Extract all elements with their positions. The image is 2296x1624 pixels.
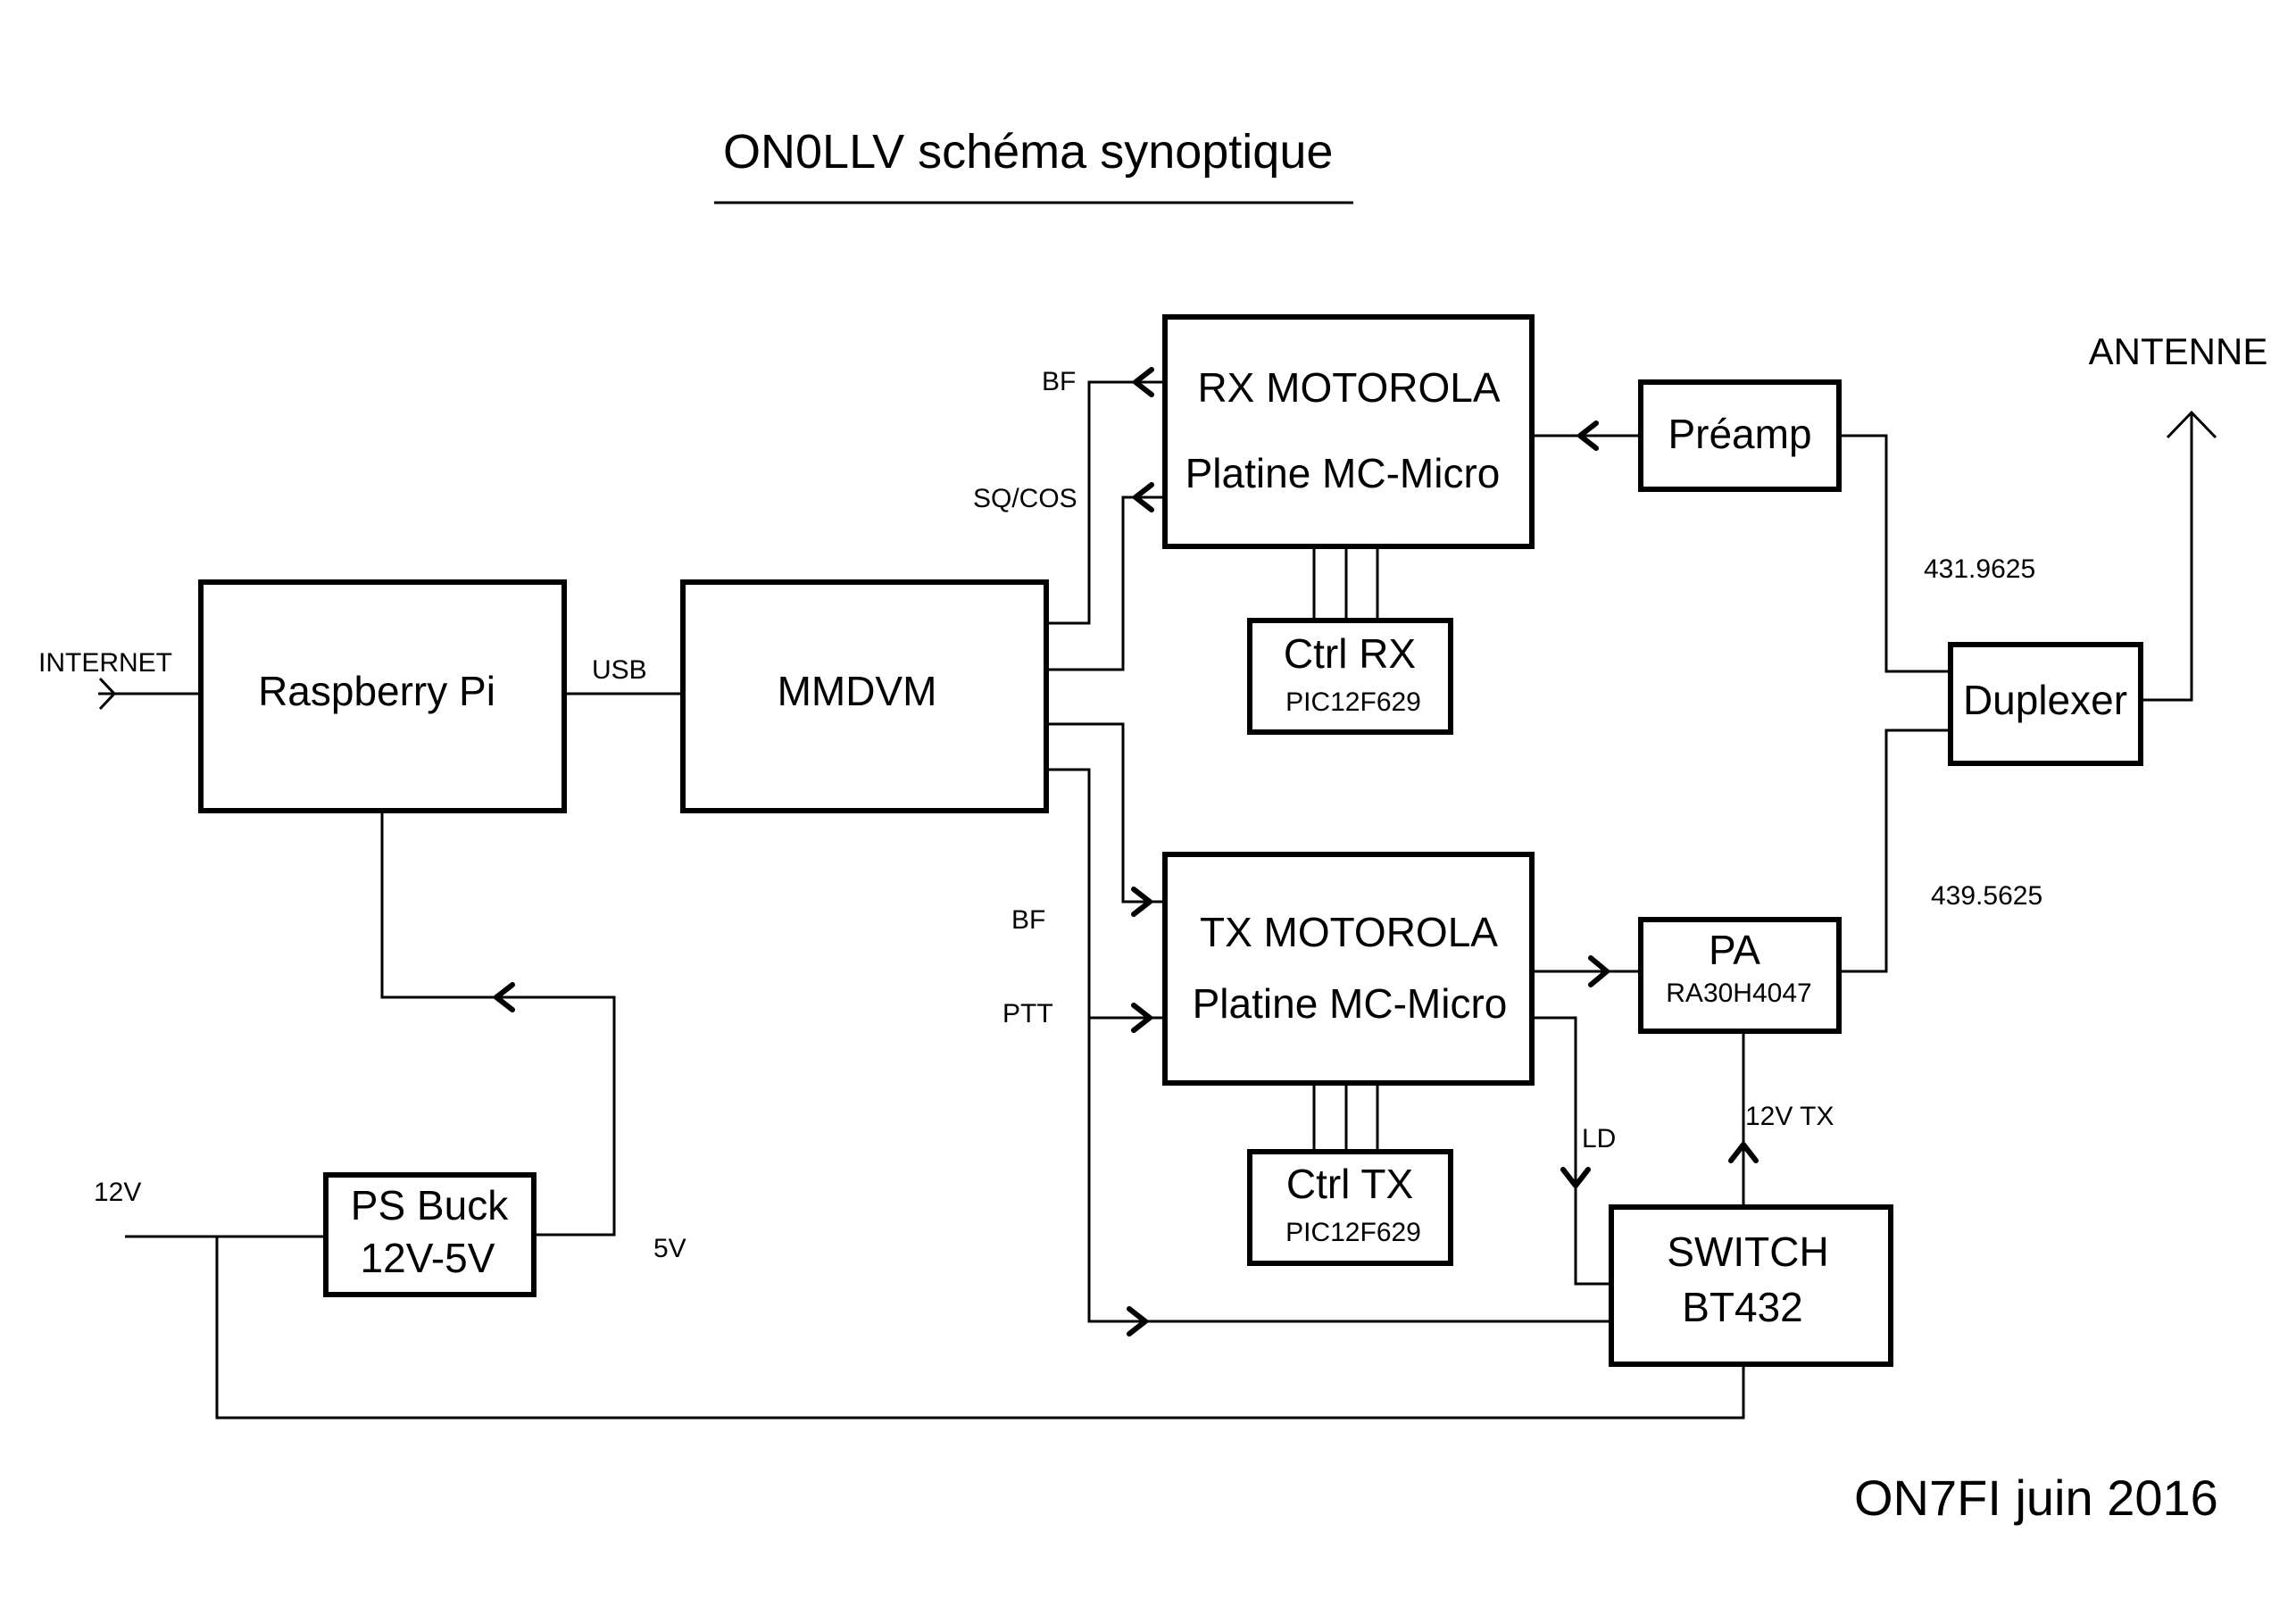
ctrl-tx-line2: PIC12F629 (1285, 1218, 1421, 1247)
internet-label: INTERNET (38, 648, 172, 678)
ps-buck-line2: 12V-5V (361, 1235, 495, 1281)
v12tx-label: 12V TX (1745, 1102, 1834, 1131)
v5-wire (380, 810, 616, 1237)
antenna-symbol (2166, 410, 2217, 439)
rx-motorola-line1: RX MOTOROLA (1197, 364, 1500, 411)
freq-tx-label: 439.5625 (1931, 881, 2042, 911)
rx-motorola-line2: Platine MC-Micro (1185, 450, 1501, 496)
sqcos-arrow (1133, 482, 1154, 512)
diagram-title: ON0LLV schéma synoptique (723, 125, 1333, 179)
preamp-label: Préamp (1668, 411, 1811, 457)
usb-label: USB (592, 655, 647, 685)
bf-tx-wire (1046, 722, 1165, 904)
v12-label: 12V (94, 1178, 141, 1207)
preamp-block: Préamp (1638, 379, 1842, 492)
ctrl-rx-line1: Ctrl RX (1284, 630, 1416, 677)
ptt-switch-wire (1087, 1018, 1611, 1323)
preamp-duplexer-wire (1839, 434, 1951, 673)
sqcos-wire (1046, 496, 1165, 671)
v5-arrow (494, 982, 515, 1012)
antenne-label: ANTENNE (2089, 330, 2268, 372)
bf-rx-label: BF (1042, 367, 1076, 396)
tx-motorola-block: TX MOTOROLA Platine MC-Micro (1162, 852, 1535, 1086)
ld-wire (1532, 1016, 1611, 1286)
mmdvm-block: MMDVM (680, 579, 1049, 813)
ctrl-rx-block: Ctrl RX PIC12F629 (1247, 618, 1453, 735)
rx-motorola-block: RX MOTOROLA Platine MC-Micro (1162, 314, 1535, 549)
switch-block: SWITCH BT432 (1609, 1204, 1893, 1367)
v12-switch-wire (215, 1237, 1745, 1420)
switch-line2: BT432 (1682, 1284, 1803, 1330)
pa-duplexer-wire (1839, 729, 1951, 973)
bf-rx-wire (1046, 380, 1165, 625)
ctrl-tx-line1: Ctrl TX (1286, 1161, 1413, 1207)
antenna-wire (2141, 412, 2193, 702)
ps-buck-block: PS Buck 12V-5V (323, 1172, 537, 1297)
footer-credit: ON7FI juin 2016 (1854, 1470, 2218, 1526)
preamp-rx-arrow (1577, 421, 1599, 451)
tx-pa-arrow (1588, 955, 1610, 987)
mmdvm-label: MMDVM (778, 668, 937, 714)
v5-label: 5V (653, 1234, 686, 1263)
switch-line1: SWITCH (1667, 1228, 1828, 1275)
bf-rx-arrow (1133, 367, 1154, 397)
sqcos-label: SQ/COS (973, 484, 1077, 513)
ps-buck-line1: PS Buck (351, 1182, 509, 1228)
duplexer-block: Duplexer (1948, 642, 2143, 766)
ptt-arrow (1131, 1003, 1152, 1033)
tx-motorola-line2: Platine MC-Micro (1193, 980, 1508, 1027)
pa-block: PA RA30H4047 (1638, 917, 1842, 1034)
ptt-wire (1046, 768, 1165, 1020)
ld-arrow (1560, 1167, 1591, 1188)
raspberry-pi-block: Raspberry Pi (198, 579, 567, 813)
ctrl-rx-line2: PIC12F629 (1285, 687, 1421, 717)
bf-tx-arrow (1131, 887, 1152, 917)
ld-label: LD (1582, 1124, 1616, 1153)
duplexer-label: Duplexer (1963, 677, 2127, 723)
ctrl-tx-block: Ctrl TX PIC12F629 (1247, 1149, 1453, 1266)
freq-rx-label: 431.9625 (1924, 554, 2035, 584)
tx-motorola-line1: TX MOTOROLA (1200, 909, 1498, 955)
pa-line1: PA (1709, 927, 1760, 973)
bf-tx-label: BF (1011, 905, 1045, 935)
raspberry-pi-label: Raspberry Pi (258, 668, 495, 714)
ptt-label: PTT (1002, 999, 1053, 1029)
internet-connector (98, 677, 117, 711)
pa-line2: RA30H4047 (1666, 979, 1811, 1008)
v12tx-arrow (1728, 1142, 1759, 1163)
switch-arrow (1127, 1306, 1148, 1337)
